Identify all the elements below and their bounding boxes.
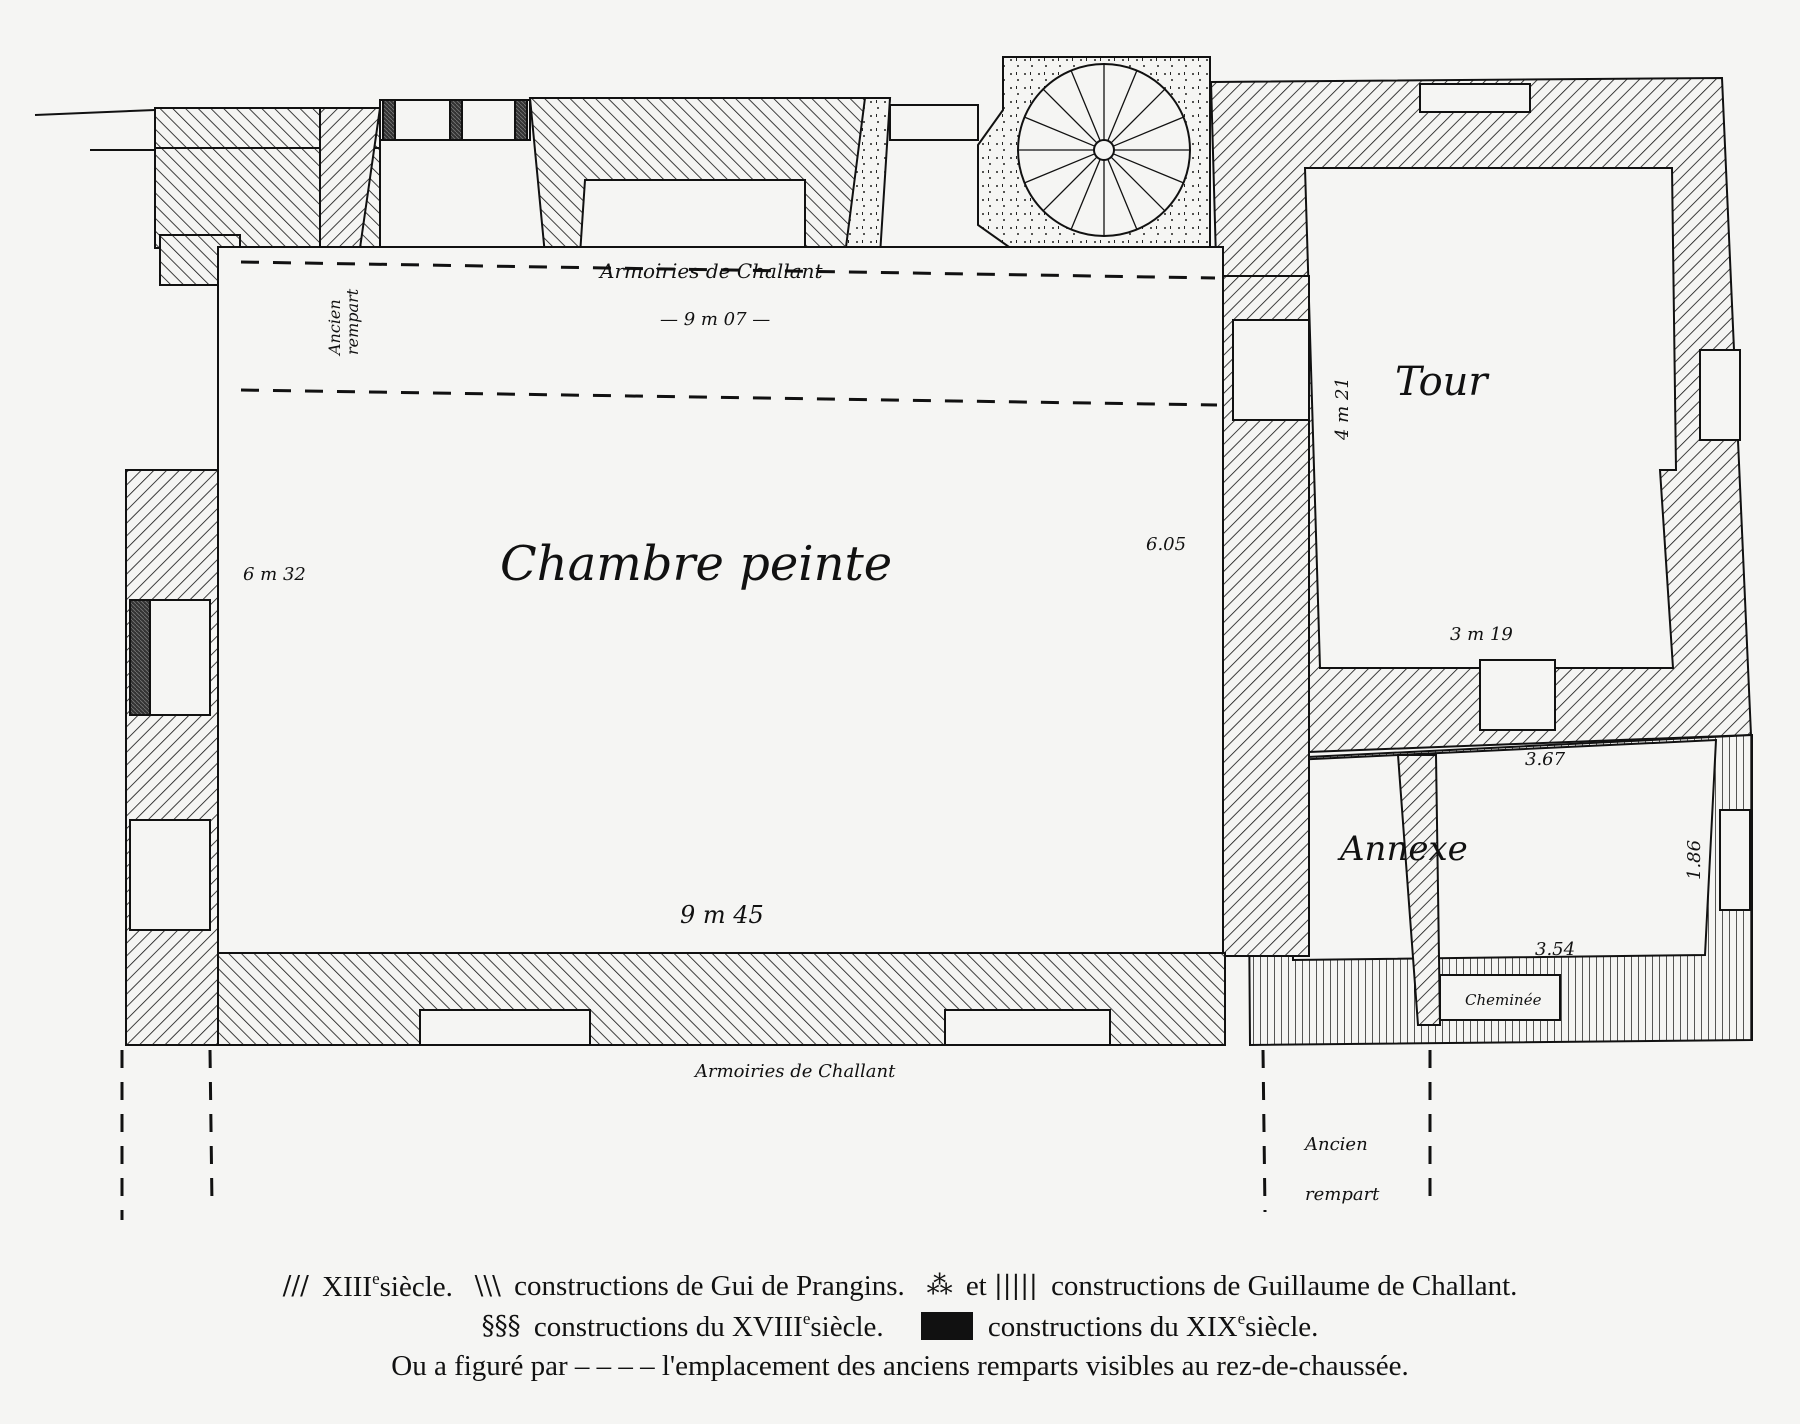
room-label-tour: Tour — [1395, 359, 1490, 405]
dim-annexe-height: 1.86 — [1684, 840, 1705, 880]
annexe-walls — [1246, 733, 1753, 1047]
dim-annexe-top: 3.67 — [1525, 749, 1566, 770]
stair-step — [1110, 156, 1166, 212]
ancien-rempart-left-1: Ancien — [325, 299, 344, 357]
dim-tour-height: 4 m 21 — [1332, 377, 1353, 441]
spiral-staircase — [977, 56, 1211, 277]
ancien-rempart-left-2: rempart — [343, 288, 362, 355]
legend-xviii: constructions du XVIIIe siècle. — [533, 1308, 884, 1344]
dim-bottom-width: 9 m 45 — [680, 901, 764, 929]
dim-tour-width: 3 m 19 — [1450, 624, 1513, 645]
vertical-hatch-symbol: ||||| — [994, 1271, 1038, 1302]
dashed-line-symbol: – – – – — [574, 1349, 655, 1382]
section-symbol: §§§ — [481, 1311, 521, 1342]
stair-step — [1112, 153, 1184, 184]
legend-line-3: Ou a figuré par – – – – l'emplacement de… — [0, 1348, 1800, 1383]
dim-right-height: 6.05 — [1146, 534, 1186, 555]
stair-step — [1107, 70, 1138, 142]
legend-note-b: l'emplacement des anciens remparts visib… — [661, 1349, 1409, 1382]
rubble-symbol: ⁂ — [926, 1271, 953, 1302]
stair-step — [1024, 153, 1096, 184]
chambre-walls — [125, 246, 1310, 1046]
stair-step — [1070, 158, 1101, 230]
room-label-annexe: Annexe — [1337, 829, 1468, 869]
outer-line — [34, 109, 156, 116]
stair-step — [1070, 70, 1101, 142]
stair-step — [1042, 156, 1098, 212]
ancien-rempart-bottom-1: Ancien — [1303, 1134, 1368, 1155]
stair-step — [1024, 116, 1096, 147]
armoiries-top-label: Armoiries de Challant — [598, 259, 824, 283]
stair-step — [1110, 88, 1166, 144]
dim-annexe-bottom: 3.54 — [1535, 939, 1575, 960]
stair-step — [1107, 158, 1138, 230]
room-label-chambre: Chambre peinte — [500, 536, 892, 592]
legend-guillaume: constructions de Guillaume de Challant. — [1051, 1269, 1518, 1302]
legend-line-2: §§§ constructions du XVIIIe siècle. cons… — [0, 1308, 1800, 1344]
legend-line-1: /// XIIIe siècle. \\\ constructions de G… — [0, 1268, 1800, 1304]
black-fill-symbol — [920, 1312, 973, 1341]
hatch-back-symbol: \\\ — [474, 1271, 501, 1302]
dim-left-height: 6 m 32 — [243, 564, 306, 585]
armoiries-bottom-label: Armoiries de Challant — [693, 1061, 896, 1082]
legend-note-a: Ou a figuré par — [391, 1349, 568, 1382]
legend-gui: constructions de Gui de Prangins. — [514, 1269, 905, 1302]
legend-and: et — [965, 1269, 987, 1302]
stair-step — [1112, 116, 1184, 147]
tour-walls — [1209, 76, 1753, 757]
dim-top-width: — 9 m 07 — — [660, 309, 770, 330]
ancient-rampart-lines — [120, 260, 1432, 1220]
legend-xiii: XIIIe siècle. — [322, 1268, 453, 1304]
ancien-rempart-bottom-2: rempart — [1305, 1184, 1380, 1205]
legend-xix: constructions du XIXe siècle. — [987, 1308, 1319, 1344]
hatch-forward-symbol: /// — [282, 1271, 309, 1302]
stair-step — [1042, 88, 1098, 144]
cheminee-label: Cheminée — [1465, 991, 1542, 1009]
